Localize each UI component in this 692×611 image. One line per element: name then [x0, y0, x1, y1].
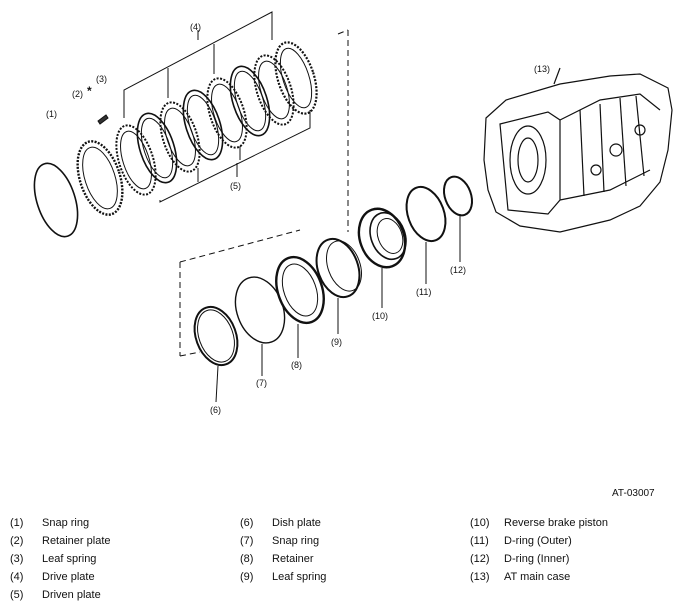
legend-item: (12) D-ring (Inner)	[470, 550, 608, 568]
callout-3: (3)	[96, 74, 107, 84]
callout-5: (5)	[230, 181, 241, 191]
legend-label: Retainer plate	[42, 535, 111, 547]
legend-label: Retainer	[272, 553, 314, 565]
d-ring-inner	[442, 175, 474, 262]
legend-label: D-ring (Outer)	[504, 535, 572, 547]
legend-item: (8) Retainer	[240, 550, 326, 568]
exploded-view-diagram: (1) (2) * (3) (4) (5) (6) (7) (8) (9) (1…	[33, 11, 673, 415]
legend-num: (10)	[470, 517, 490, 529]
callout-1: (1)	[46, 109, 57, 119]
dish-plate	[193, 305, 239, 403]
legend-num: (2)	[10, 535, 24, 547]
legend-label: Driven plate	[42, 589, 101, 601]
alignment-guide	[179, 29, 349, 357]
legend-num: (8)	[240, 553, 254, 565]
legend-label: Reverse brake piston	[504, 517, 608, 529]
legend-label: Leaf spring	[272, 571, 327, 583]
legend-item: (3) Leaf spring	[10, 550, 111, 568]
legend-column-2: (6) Dish plate (7) Snap ring (8) Retainer (…	[240, 514, 326, 586]
leaf-spring-3	[97, 114, 109, 125]
reverse-brake-piston	[357, 207, 407, 308]
legend-num: (4)	[10, 571, 24, 583]
callout-8: (8)	[291, 360, 302, 370]
legend-item: (10) Reverse brake piston	[470, 514, 608, 532]
legend-num: (12)	[470, 553, 490, 565]
legend-item: (9) Leaf spring	[240, 568, 326, 586]
figure-code: AT-03007	[612, 488, 655, 499]
legend-item: (6) Dish plate	[240, 514, 326, 532]
at-main-case	[483, 67, 673, 233]
snap-ring-7	[234, 276, 286, 376]
legend-num: (9)	[240, 571, 254, 583]
legend-column-1: (1) Snap ring (2) Retainer plate (3) Leaf s…	[10, 514, 111, 604]
legend-num: (1)	[10, 517, 24, 529]
legend-item: (2) Retainer plate	[10, 532, 111, 550]
legend-num: (11)	[470, 535, 489, 547]
callout-11: (11)	[416, 287, 431, 297]
legend-num: (13)	[470, 571, 490, 583]
leader-4	[123, 11, 273, 118]
callout-6: (6)	[210, 405, 221, 415]
legend-item: (11) D-ring (Outer)	[470, 532, 608, 550]
legend-label: D-ring (Inner)	[504, 553, 570, 565]
snap-ring-1	[33, 162, 79, 238]
callout-9: (9)	[331, 337, 342, 347]
d-ring-outer	[405, 185, 447, 284]
legend-label: Dish plate	[272, 517, 321, 529]
legend-label: Snap ring	[42, 517, 90, 529]
legend-item: (13) AT main case	[470, 568, 608, 586]
legend-num: (3)	[10, 553, 24, 565]
legend-column-3: (10) Reverse brake piston (11) D-ring (Out…	[470, 514, 608, 586]
legend-item: (1) Snap ring	[10, 514, 111, 532]
callout-10: (10)	[372, 311, 388, 321]
callout-2-asterisk: *	[87, 84, 92, 98]
retainer	[275, 255, 325, 358]
callout-12: (12)	[450, 265, 466, 275]
legend-label: AT main case	[504, 571, 571, 583]
leader-5	[159, 110, 311, 203]
leaf-spring-9	[315, 237, 362, 334]
callout-4: (4)	[190, 22, 201, 32]
legend-label: Drive plate	[42, 571, 95, 583]
legend-item: (7) Snap ring	[240, 532, 326, 550]
retainer-plate	[76, 140, 124, 216]
legend-num: (7)	[240, 535, 254, 547]
legend-label: Leaf spring	[42, 553, 97, 565]
legend-num: (5)	[10, 589, 24, 601]
callout-labels: (1) (2) * (3) (4) (5) (6) (7) (8) (9) (1…	[46, 22, 550, 415]
legend-label: Snap ring	[272, 535, 320, 547]
legend-num: (6)	[240, 517, 254, 529]
legend-item: (5) Driven plate	[10, 586, 111, 604]
callout-7: (7)	[256, 378, 267, 388]
callout-2: (2)	[72, 89, 83, 99]
clutch-plate-stack	[115, 41, 318, 196]
callout-13: (13)	[534, 64, 550, 74]
legend-item: (4) Drive plate	[10, 568, 111, 586]
